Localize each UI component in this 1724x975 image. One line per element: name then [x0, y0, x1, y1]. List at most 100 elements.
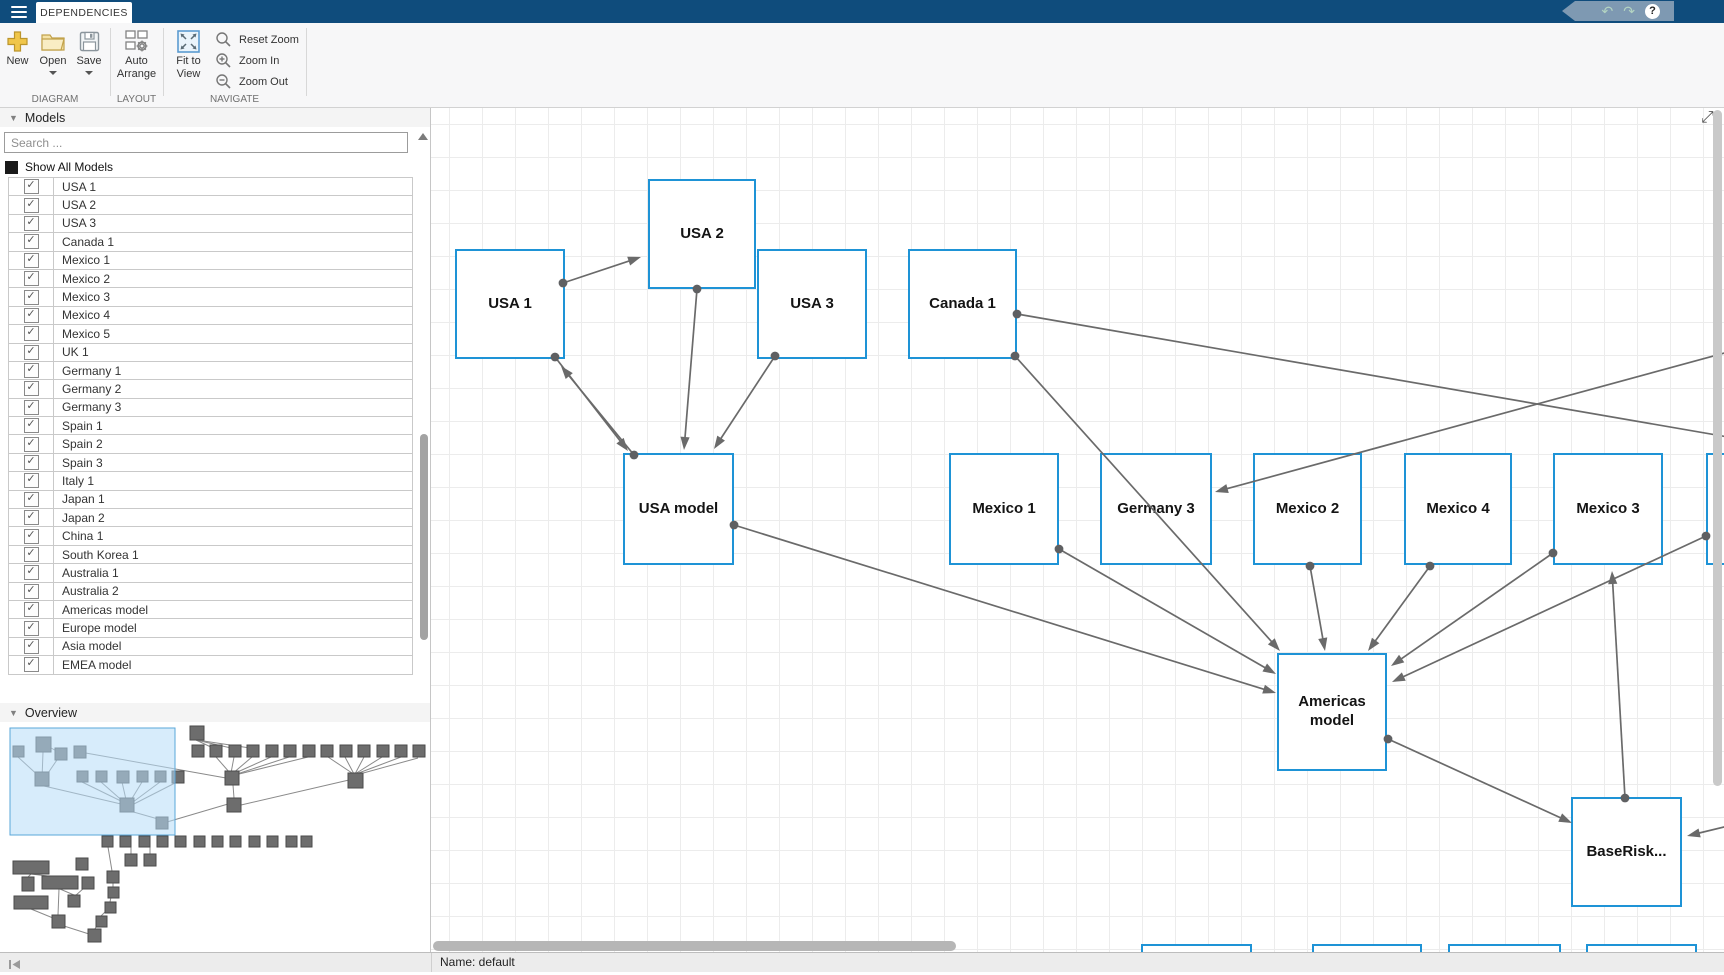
model-list-item[interactable]: ✓Australia 2	[8, 582, 413, 601]
skip-to-start-icon[interactable]	[8, 957, 21, 975]
model-checkbox[interactable]: ✓	[23, 455, 39, 471]
model-list-item[interactable]: ✓Mexico 2	[8, 269, 413, 289]
diagram-node[interactable]: Mexico 4	[1404, 453, 1512, 565]
diagram-node-partial[interactable]	[1141, 944, 1252, 952]
model-checkbox[interactable]: ✓	[23, 252, 39, 268]
model-checkbox[interactable]: ✓	[23, 638, 39, 654]
redo-icon[interactable]: ↷	[1623, 3, 1635, 19]
search-input[interactable]	[4, 132, 408, 153]
fit-to-view-button[interactable]: Fit to View	[166, 29, 211, 80]
model-list-item[interactable]: ✓UK 1	[8, 343, 413, 362]
diagram-node[interactable]: USA 3	[757, 249, 867, 359]
menu-icon[interactable]	[8, 4, 30, 20]
canvas-vertical-scrollbar[interactable]	[1713, 110, 1722, 786]
model-checkbox[interactable]: ✓	[23, 602, 39, 618]
model-list-item[interactable]: ✓Asia model	[8, 637, 413, 657]
help-icon[interactable]: ?	[1645, 3, 1660, 19]
reset-zoom-button[interactable]: Reset Zoom	[215, 31, 299, 48]
diagram-node[interactable]: Mexico 1	[949, 453, 1059, 565]
model-list-item[interactable]: ✓Spain 3	[8, 453, 413, 473]
overview-section-header[interactable]: ▼ Overview	[0, 703, 430, 722]
overview-minimap[interactable]	[0, 722, 431, 952]
expand-canvas-icon[interactable]: ⤢	[1701, 109, 1714, 126]
diagram-node[interactable]: Americas model	[1277, 653, 1387, 771]
model-list-item[interactable]: ✓Mexico 3	[8, 288, 413, 307]
model-checkbox[interactable]: ✓	[23, 528, 39, 544]
diagram-node-partial[interactable]	[1448, 944, 1561, 952]
model-list-item[interactable]: ✓Spain 1	[8, 417, 413, 436]
model-checkbox[interactable]: ✓	[23, 179, 39, 195]
diagram-node[interactable]: Mexico 3	[1553, 453, 1663, 565]
model-checkbox[interactable]: ✓	[23, 583, 39, 599]
model-checkbox[interactable]: ✓	[23, 234, 39, 250]
model-checkbox[interactable]: ✓	[23, 381, 39, 397]
new-button[interactable]: New	[1, 29, 34, 68]
model-checkbox[interactable]: ✓	[23, 510, 39, 526]
diagram-node[interactable]: BaseRisk...	[1571, 797, 1682, 907]
diagram-node[interactable]: USA model	[623, 453, 734, 565]
model-list-item[interactable]: ✓Mexico 4	[8, 306, 413, 326]
model-checkbox[interactable]: ✓	[23, 271, 39, 287]
tab-dependencies[interactable]: DEPENDENCIES	[36, 2, 132, 23]
model-list-item[interactable]: ✓Germany 3	[8, 398, 413, 418]
diagram-node[interactable]: USA 2	[648, 179, 756, 289]
model-checkbox[interactable]: ✓	[23, 289, 39, 305]
open-dropdown-icon[interactable]	[49, 70, 57, 75]
zoom-in-button[interactable]: Zoom In	[215, 52, 279, 69]
model-list-item[interactable]: ✓EMEA model	[8, 656, 413, 675]
model-list-item[interactable]: ✓Europe model	[8, 619, 413, 638]
model-list-item[interactable]: ✓China 1	[8, 527, 413, 546]
scroll-up-icon[interactable]	[418, 133, 428, 140]
model-checkbox[interactable]: ✓	[23, 197, 39, 213]
collapse-overview-icon[interactable]: ▼	[9, 707, 18, 718]
save-dropdown-icon[interactable]	[85, 70, 93, 75]
model-checkbox[interactable]: ✓	[23, 473, 39, 489]
model-list-item[interactable]: ✓Italy 1	[8, 472, 413, 491]
show-all-models-checkbox[interactable]: Show All Models	[5, 160, 113, 174]
model-list-item[interactable]: ✓South Korea 1	[8, 545, 413, 565]
model-list-item[interactable]: ✓USA 2	[8, 196, 413, 215]
model-list-item[interactable]: ✓Spain 2	[8, 435, 413, 454]
model-checkbox[interactable]: ✓	[23, 215, 39, 231]
model-checkbox[interactable]: ✓	[23, 547, 39, 562]
model-checkbox[interactable]: ✓	[23, 491, 39, 507]
panel-scrollbar[interactable]	[420, 434, 428, 640]
auto-arrange-button[interactable]: Auto Arrange	[112, 29, 161, 80]
model-list-item[interactable]: ✓Canada 1	[8, 233, 413, 252]
model-list-item[interactable]: ✓Australia 1	[8, 564, 413, 583]
model-checkbox[interactable]: ✓	[23, 418, 39, 434]
save-button[interactable]: Save	[73, 29, 105, 75]
diagram-node[interactable]: Germany 3	[1100, 453, 1212, 565]
model-list-item[interactable]: ✓Mexico 1	[8, 251, 413, 270]
diagram-node[interactable]: USA 1	[455, 249, 565, 359]
canvas-horizontal-scrollbar[interactable]	[433, 941, 956, 951]
model-checkbox[interactable]: ✓	[23, 620, 39, 636]
undo-icon[interactable]: ↶	[1601, 3, 1614, 19]
model-list-item[interactable]: ✓Americas model	[8, 600, 413, 620]
model-checkbox[interactable]: ✓	[23, 657, 39, 673]
model-checkbox[interactable]: ✓	[23, 565, 39, 581]
model-checkbox[interactable]: ✓	[23, 363, 39, 379]
diagram-node[interactable]: Mexico 2	[1253, 453, 1362, 565]
minimap-viewport[interactable]	[9, 727, 176, 836]
model-list-item[interactable]: ✓Mexico 5	[8, 325, 413, 344]
models-section-header[interactable]: ▼ Models	[0, 108, 430, 127]
model-list-item[interactable]: ✓Japan 1	[8, 490, 413, 510]
model-list-item[interactable]: ✓Germany 2	[8, 380, 413, 399]
diagram-node-partial[interactable]	[1312, 944, 1422, 952]
diagram-node-partial[interactable]	[1586, 944, 1697, 952]
model-list-item[interactable]: ✓Germany 1	[8, 361, 413, 381]
model-checkbox[interactable]: ✓	[23, 344, 39, 360]
model-checkbox[interactable]: ✓	[23, 436, 39, 452]
model-checkbox[interactable]: ✓	[23, 307, 39, 323]
model-checkbox[interactable]: ✓	[23, 326, 39, 342]
show-all-checkbox-icon[interactable]	[5, 160, 18, 174]
model-list-item[interactable]: ✓USA 1	[8, 178, 413, 197]
diagram-node[interactable]: Canada 1	[908, 249, 1017, 359]
model-list-item[interactable]: ✓USA 3	[8, 214, 413, 234]
model-checkbox[interactable]: ✓	[23, 399, 39, 415]
model-list-item[interactable]: ✓Japan 2	[8, 509, 413, 528]
open-button[interactable]: Open	[36, 29, 70, 75]
zoom-out-button[interactable]: Zoom Out	[215, 73, 288, 90]
